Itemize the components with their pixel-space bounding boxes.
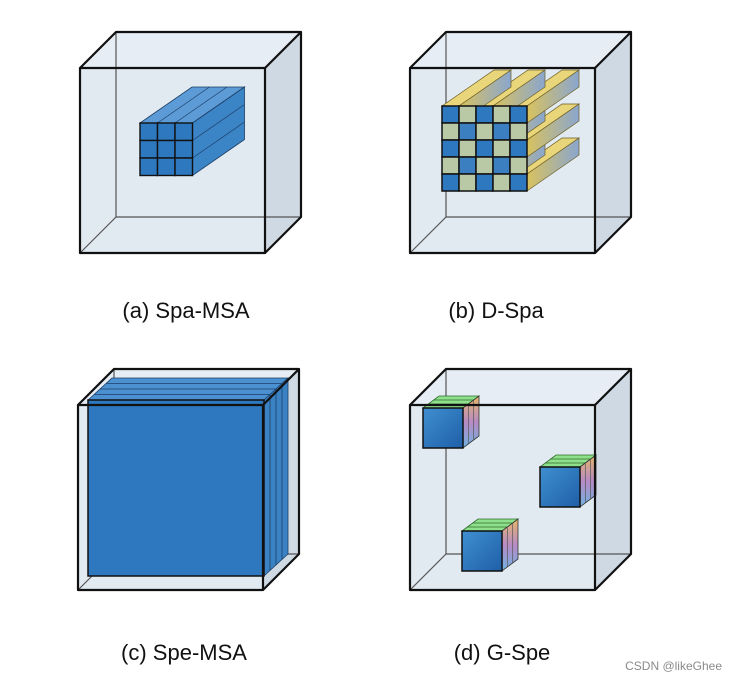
spa-cell: [139, 139, 159, 159]
cube-top-face: [80, 32, 301, 68]
spa-cell: [174, 122, 194, 142]
panel-b-cube: [408, 30, 633, 255]
cube-right-edges: [262, 369, 301, 591]
dspa-cell: [492, 173, 511, 192]
dspa-cell: [475, 139, 494, 158]
dspa-cell: [458, 105, 477, 124]
dspa-cell: [441, 139, 460, 158]
dspa-cell: [441, 122, 460, 141]
cube-right-face: [595, 369, 631, 590]
gspe-box-front: [539, 466, 581, 508]
panel-d-cube: [408, 367, 633, 592]
dspa-cell: [509, 139, 528, 158]
cube-right-face: [595, 32, 631, 253]
spe-slab-front: [87, 399, 265, 577]
cube-front-edges: [408, 66, 597, 255]
cube-right-edges: [594, 32, 633, 254]
dspa-cell: [492, 105, 511, 124]
cube-top-edges: [409, 367, 633, 406]
caption-spe-msa: (c) Spe-MSA: [121, 640, 247, 665]
cube-top-edges: [77, 367, 301, 406]
spa-cell: [139, 122, 159, 142]
dspa-cell: [492, 139, 511, 158]
dspa-cell: [458, 156, 477, 175]
dspa-cell: [441, 173, 460, 192]
spa-block-side-line: [192, 121, 245, 159]
dspa-cell: [458, 122, 477, 141]
dspa-cell: [509, 105, 528, 124]
caption-spa-msa: (a) Spa-MSA: [122, 298, 250, 323]
gspe-box-front: [422, 407, 464, 449]
panel-c-cube: [76, 367, 301, 592]
cube-right-face: [265, 32, 301, 253]
dspa-cell: [458, 173, 477, 192]
spa-cell: [174, 157, 194, 177]
dspa-cell: [509, 173, 528, 192]
cube-right-edges: [594, 369, 633, 591]
spa-cell: [139, 157, 159, 177]
cube-hidden-edge: [79, 216, 117, 254]
dspa-cell: [492, 122, 511, 141]
dspa-cell: [475, 105, 494, 124]
caption-d-spa: (b) D-Spa: [448, 298, 544, 323]
caption-g-spe: (d) G-Spe: [453, 640, 551, 665]
dspa-cell: [475, 173, 494, 192]
spa-cell: [174, 139, 194, 159]
spa-cell: [156, 122, 176, 142]
spa-block-top-line: [157, 86, 210, 124]
dspa-cell: [441, 156, 460, 175]
gspe-box-front: [461, 530, 503, 572]
cube-front-edges: [408, 403, 597, 592]
dspa-cell: [509, 156, 528, 175]
dspa-cell: [475, 156, 494, 175]
watermark: CSDN @likeGhee: [625, 659, 722, 673]
dspa-cell: [492, 156, 511, 175]
cube-right-edges: [264, 32, 303, 254]
cube-front-edges: [76, 403, 265, 592]
panel-a-cube: [78, 30, 303, 255]
spa-cell: [156, 157, 176, 177]
cube-hidden-edge: [409, 216, 447, 254]
dspa-cell: [441, 105, 460, 124]
dspa-cell: [458, 139, 477, 158]
cube-top-face: [410, 32, 631, 68]
spa-block-side-line: [192, 104, 245, 141]
cube-hidden-edge: [409, 553, 447, 591]
cube-top-edges: [79, 30, 303, 69]
cube-front-edges: [78, 66, 267, 255]
dspa-cell: [475, 122, 494, 141]
spa-block-top-line: [174, 86, 228, 124]
cube-top-edges: [409, 30, 633, 69]
dspa-cell: [509, 122, 528, 141]
spa-cell: [156, 139, 176, 159]
